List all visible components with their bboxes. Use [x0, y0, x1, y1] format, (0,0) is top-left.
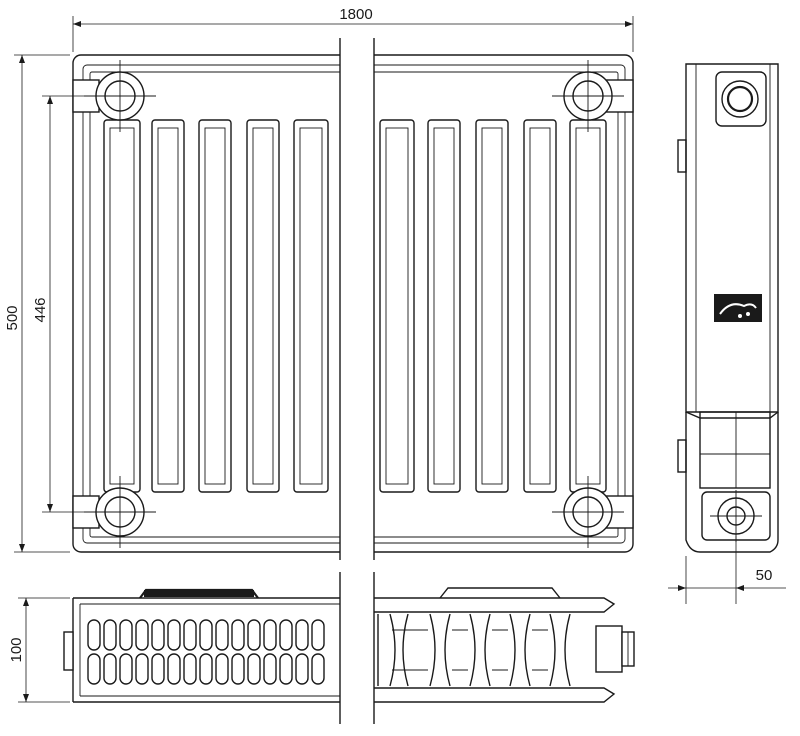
connection-top-right: [552, 60, 634, 132]
dimension-depth: 100: [8, 597, 70, 703]
top-view: [63, 570, 635, 736]
convector-fins: [87, 619, 325, 685]
dimension-height-axis-label: 446: [32, 297, 49, 322]
front-panels-right: [379, 119, 607, 493]
front-break-gap: [340, 20, 374, 560]
convector-wave: [377, 613, 571, 687]
dimension-side-offset: 50: [668, 536, 786, 604]
dimension-depth-label: 100: [8, 637, 25, 662]
dimension-width-label: 1800: [339, 6, 372, 23]
dimension-height-total-label: 500: [4, 305, 21, 330]
dimension-width: 1800: [72, 6, 634, 52]
front-view: [72, 20, 634, 560]
brand-logo-icon: [714, 294, 762, 322]
connection-bottom-right: [552, 476, 634, 548]
dimension-side-offset-label: 50: [756, 567, 773, 584]
dimension-height-total: 500: [4, 54, 70, 553]
side-view: [677, 63, 779, 553]
front-panels-left: [103, 119, 329, 493]
dimension-height-axis: 446: [32, 95, 96, 513]
